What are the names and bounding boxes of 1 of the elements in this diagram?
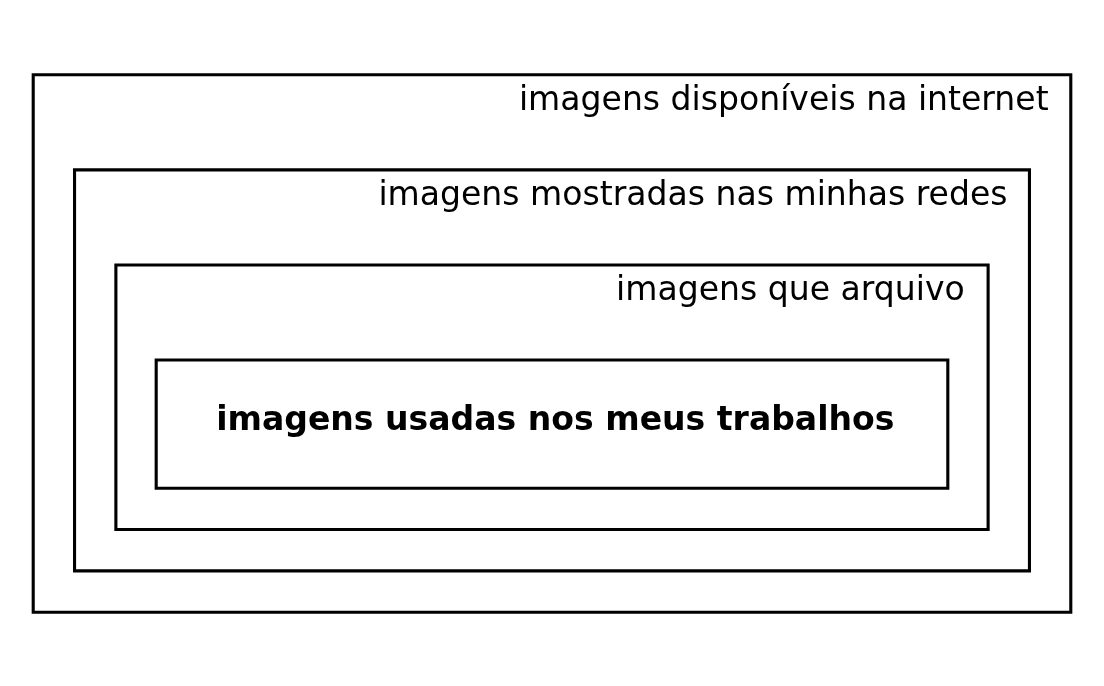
node-box: imagens usadas nos meus trabalhos <box>154 358 950 490</box>
